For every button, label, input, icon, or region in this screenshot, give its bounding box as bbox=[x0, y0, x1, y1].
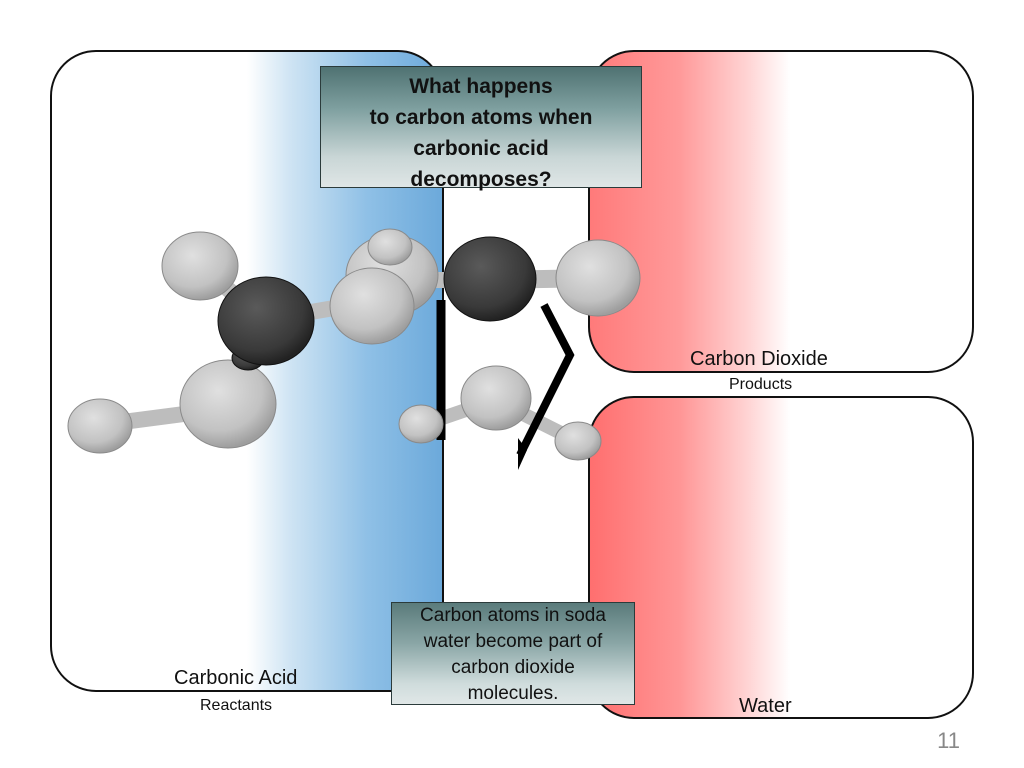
oxygen-atom bbox=[555, 239, 641, 317]
oxygen-atom bbox=[329, 267, 415, 345]
hydrogen-atom bbox=[161, 231, 239, 301]
oxygen-atom bbox=[460, 365, 532, 431]
question-line: to carbon atoms when bbox=[369, 106, 593, 129]
water-panel bbox=[588, 396, 974, 719]
question-box: What happens to carbon atoms when carbon… bbox=[320, 66, 642, 191]
reactants-label: Reactants bbox=[200, 697, 273, 714]
carbon-atoms bbox=[217, 236, 537, 371]
water-label: Water bbox=[739, 695, 792, 717]
answer-line: molecules. bbox=[467, 683, 559, 704]
question-line: decomposes? bbox=[410, 168, 552, 191]
hydrogen-atom bbox=[367, 228, 413, 266]
carbon-atom bbox=[443, 236, 537, 322]
hydrogen-atom bbox=[398, 404, 444, 444]
hydrogen-atom bbox=[554, 421, 602, 461]
page-number: 11 bbox=[937, 728, 960, 753]
answer-line: carbon dioxide bbox=[451, 657, 575, 678]
hydrogen-atom bbox=[179, 359, 277, 449]
carbon-dioxide-label: Carbon Dioxide bbox=[690, 348, 828, 370]
gray-atoms bbox=[67, 228, 641, 461]
hydrogen-atom bbox=[67, 398, 133, 454]
question-line: carbonic acid bbox=[413, 137, 549, 160]
answer-line: water become part of bbox=[423, 631, 603, 652]
carbonic-acid-label: Carbonic Acid bbox=[174, 667, 298, 689]
answer-line: Carbon atoms in soda bbox=[420, 605, 606, 626]
carbon-dioxide-panel bbox=[588, 50, 974, 373]
products-label: Products bbox=[729, 376, 793, 393]
answer-box: Carbon atoms in soda water become part o… bbox=[391, 602, 635, 705]
carbon-atom bbox=[217, 276, 315, 366]
question-line: What happens bbox=[409, 75, 553, 98]
